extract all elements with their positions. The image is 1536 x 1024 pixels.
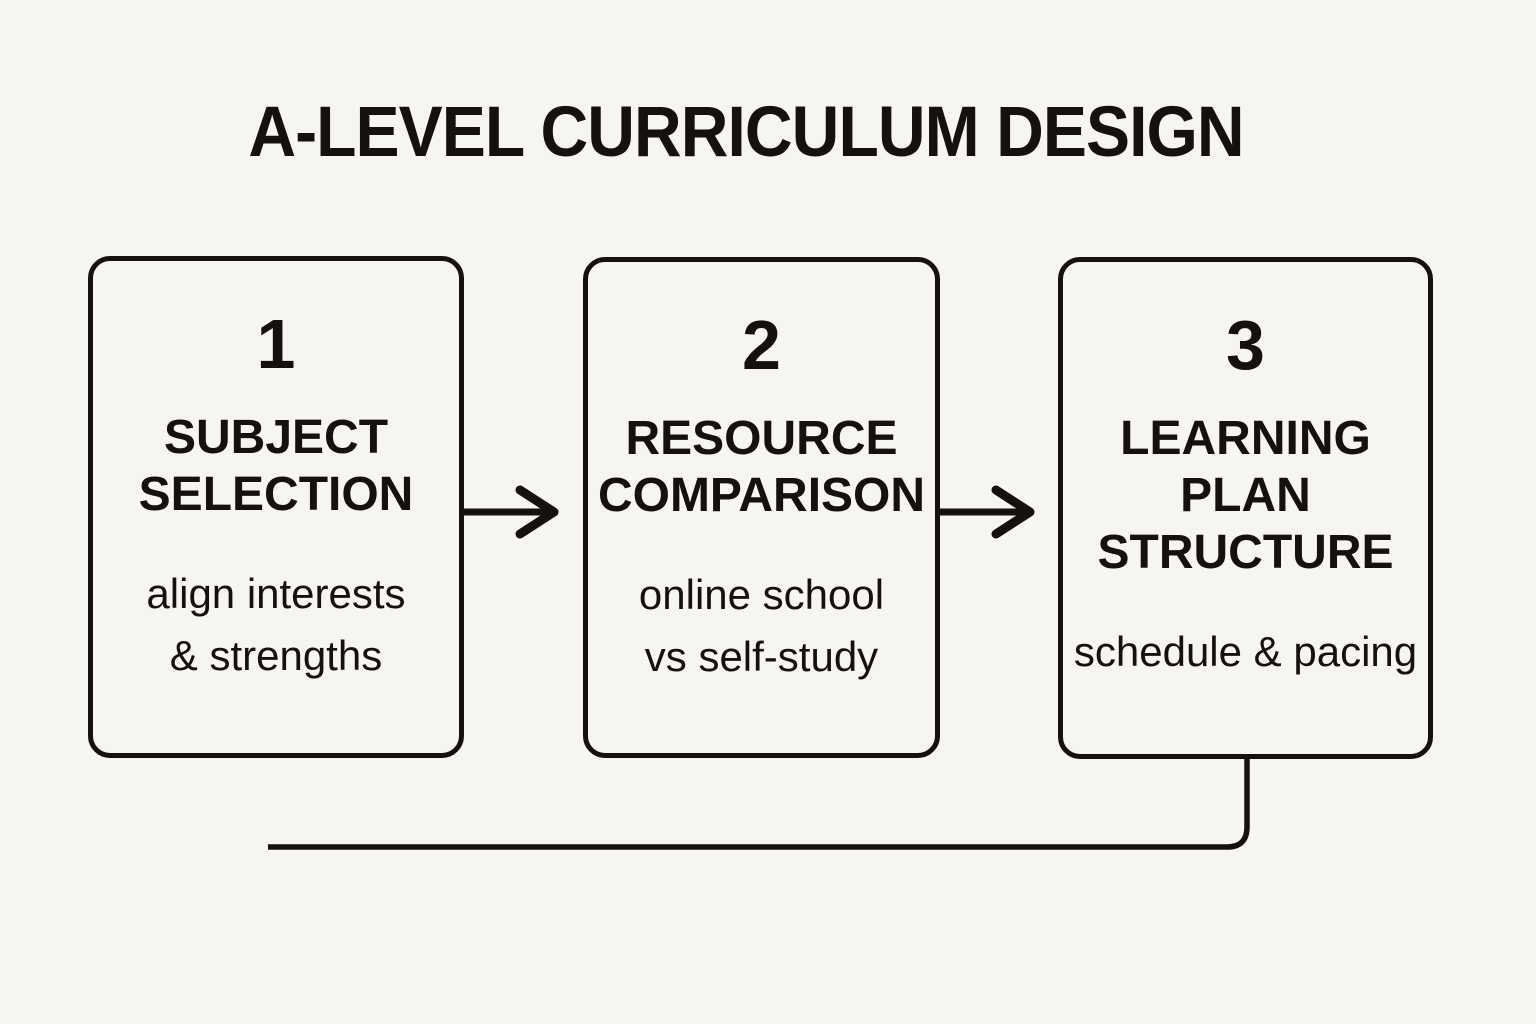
- step-number: 3: [1226, 306, 1265, 384]
- step-description: schedule & pacing: [1073, 628, 1418, 675]
- flow-arrow-icon: [462, 485, 559, 539]
- step-description: align interests & strengths: [146, 570, 406, 679]
- page-title: A-LEVEL CURRICULUM DESIGN: [248, 93, 1244, 172]
- feedback-connector-line: [268, 757, 1250, 850]
- step-box-learning-plan-structure: 3 LEARNING PLAN STRUCTURE schedule & pac…: [1058, 257, 1433, 759]
- step-heading: LEARNING PLAN STRUCTURE: [1097, 412, 1394, 579]
- step-number: 2: [742, 306, 781, 384]
- flow-arrow-icon: [938, 485, 1035, 539]
- step-heading: RESOURCE COMPARISON: [597, 412, 926, 522]
- step-heading: SUBJECT SELECTION: [138, 411, 414, 521]
- step-number: 1: [256, 305, 296, 383]
- step-description: online school vs self-study: [638, 571, 885, 680]
- step-box-subject-selection: 1 SUBJECT SELECTION align interests & st…: [88, 256, 464, 758]
- step-box-resource-comparison: 2 RESOURCE COMPARISON online school vs s…: [583, 257, 940, 758]
